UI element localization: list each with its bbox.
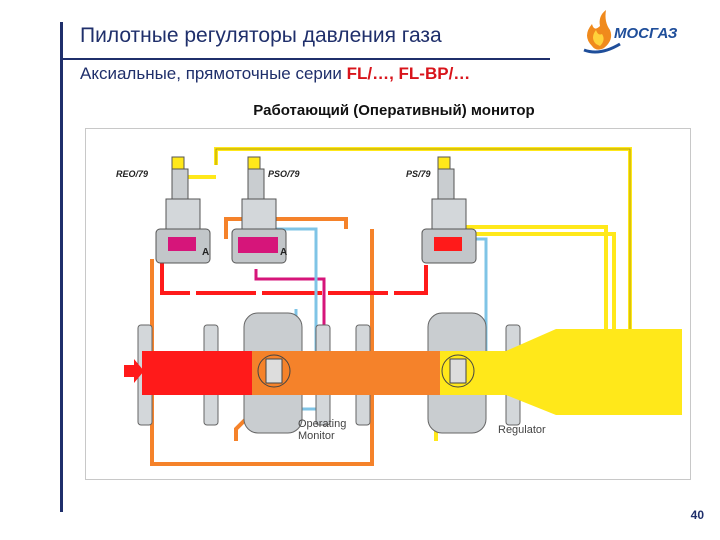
- pilot-loading-line: [254, 269, 326, 339]
- marker-a-pso: A: [280, 247, 287, 258]
- page-number: 40: [690, 508, 704, 522]
- flow-direction-arrow: [124, 359, 144, 383]
- page-title: Пилотные регуляторы давления газа: [80, 24, 442, 47]
- page-subtitle: Аксиальные, прямоточные серии FL/…, FL-B…: [80, 64, 470, 84]
- ps-outlet-line-2: [466, 232, 616, 344]
- intermediate-pipe: [252, 351, 440, 395]
- intermediate-line-top: [224, 217, 348, 239]
- logo-swoosh-icon: [583, 42, 621, 54]
- regulator-diagram: REO/79 PSO/79 PS/79 A A Operating Monito…: [116, 147, 682, 466]
- marker-a-reo: A: [202, 247, 209, 258]
- inlet-pipe: [142, 351, 252, 395]
- title-underline: [60, 58, 550, 60]
- pilot-ps79: [421, 156, 477, 264]
- subtitle-models: FL/…, FL-BP/…: [346, 64, 471, 83]
- pilot-pso79: [231, 156, 287, 264]
- pilot-label-ps79: PS/79: [406, 169, 431, 179]
- monitor-sense-line: [276, 227, 318, 365]
- left-accent-bar: [60, 22, 63, 512]
- operating-monitor-label-line2: Monitor: [298, 430, 335, 442]
- mosgaz-logo: МОСГАЗ: [583, 10, 678, 54]
- pilot-label-pso79: PSO/79: [268, 169, 300, 179]
- operating-monitor-label-line1: Operating: [298, 418, 346, 430]
- flame-inner-icon: [593, 30, 604, 46]
- outlet-pipe: [440, 329, 682, 415]
- ps-outlet-line: [466, 225, 608, 344]
- pilot-label-reo79: REO/79: [116, 169, 148, 179]
- pilot-reo79: [155, 156, 211, 264]
- flame-icon: [587, 10, 612, 50]
- subtitle-prefix: Аксиальные, прямоточные серии: [80, 64, 347, 83]
- diagram-frame: REO/79 PSO/79 PS/79 A A Operating Monito…: [85, 128, 691, 480]
- section-title: Работающий (Оперативный) монитор: [253, 102, 535, 119]
- inlet-supply-line: [160, 239, 428, 295]
- regulator-label: Regulator: [498, 424, 546, 436]
- logo-text: МОСГАЗ: [614, 25, 678, 42]
